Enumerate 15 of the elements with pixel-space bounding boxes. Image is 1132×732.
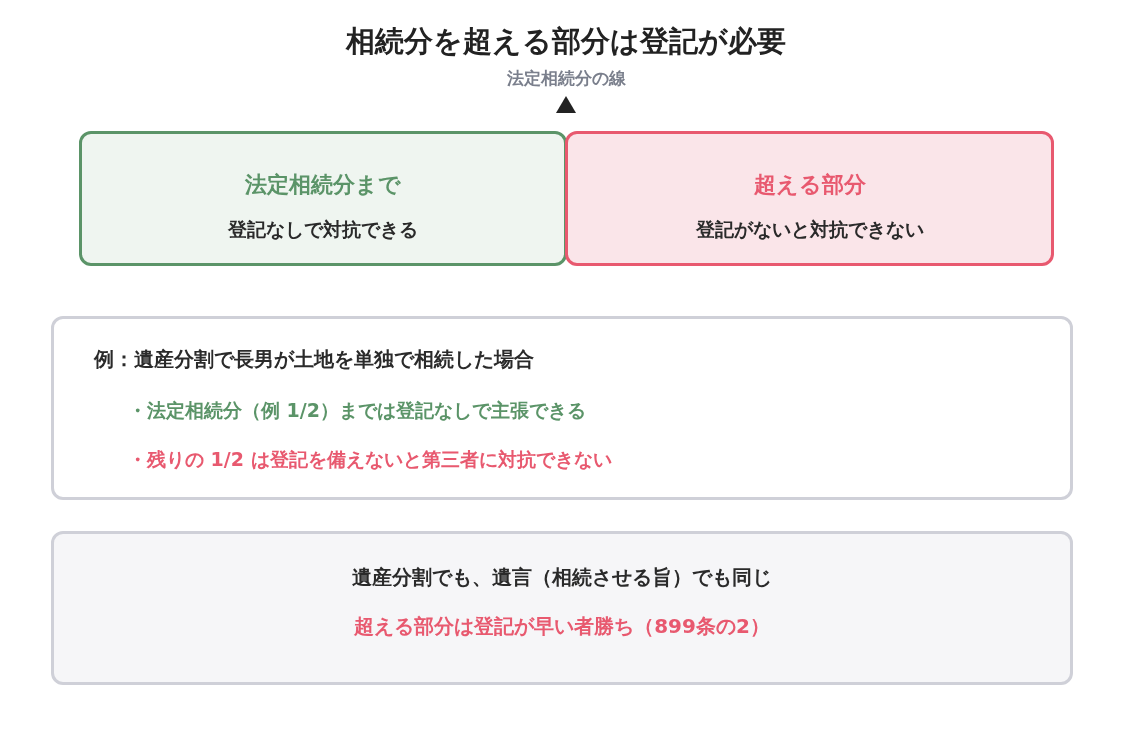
example-heading: 例：遺産分割で長男が土地を単独で相続した場合 [94,347,534,371]
panel-text: 登記なしで対抗できる [227,218,419,241]
panel-heading: 超える部分 [752,172,867,199]
zone-panel [565,131,1054,266]
diagram-title: 相続分を超える部分は登記が必要 [344,24,787,59]
bullet-item: ・残りの 1/2 は登記を備えないと第三者に対抗できない [128,448,612,471]
note-text: 超える部分は登記が早い者勝ち（899条の2） [353,614,771,638]
note-heading: 遺産分割でも、遺言（相続させる旨）でも同じ [351,565,773,589]
note-panel [51,531,1073,685]
bullet-item: ・法定相続分（例 1/2）までは登記なしで主張できる [128,399,586,422]
panel-heading: 法定相続分まで [244,172,402,199]
example-panel [51,316,1073,500]
panel-text: 登記がないと対抗できない [694,218,925,241]
zone-panel [79,131,567,266]
marker-caption: 法定相続分の線 [505,68,627,89]
